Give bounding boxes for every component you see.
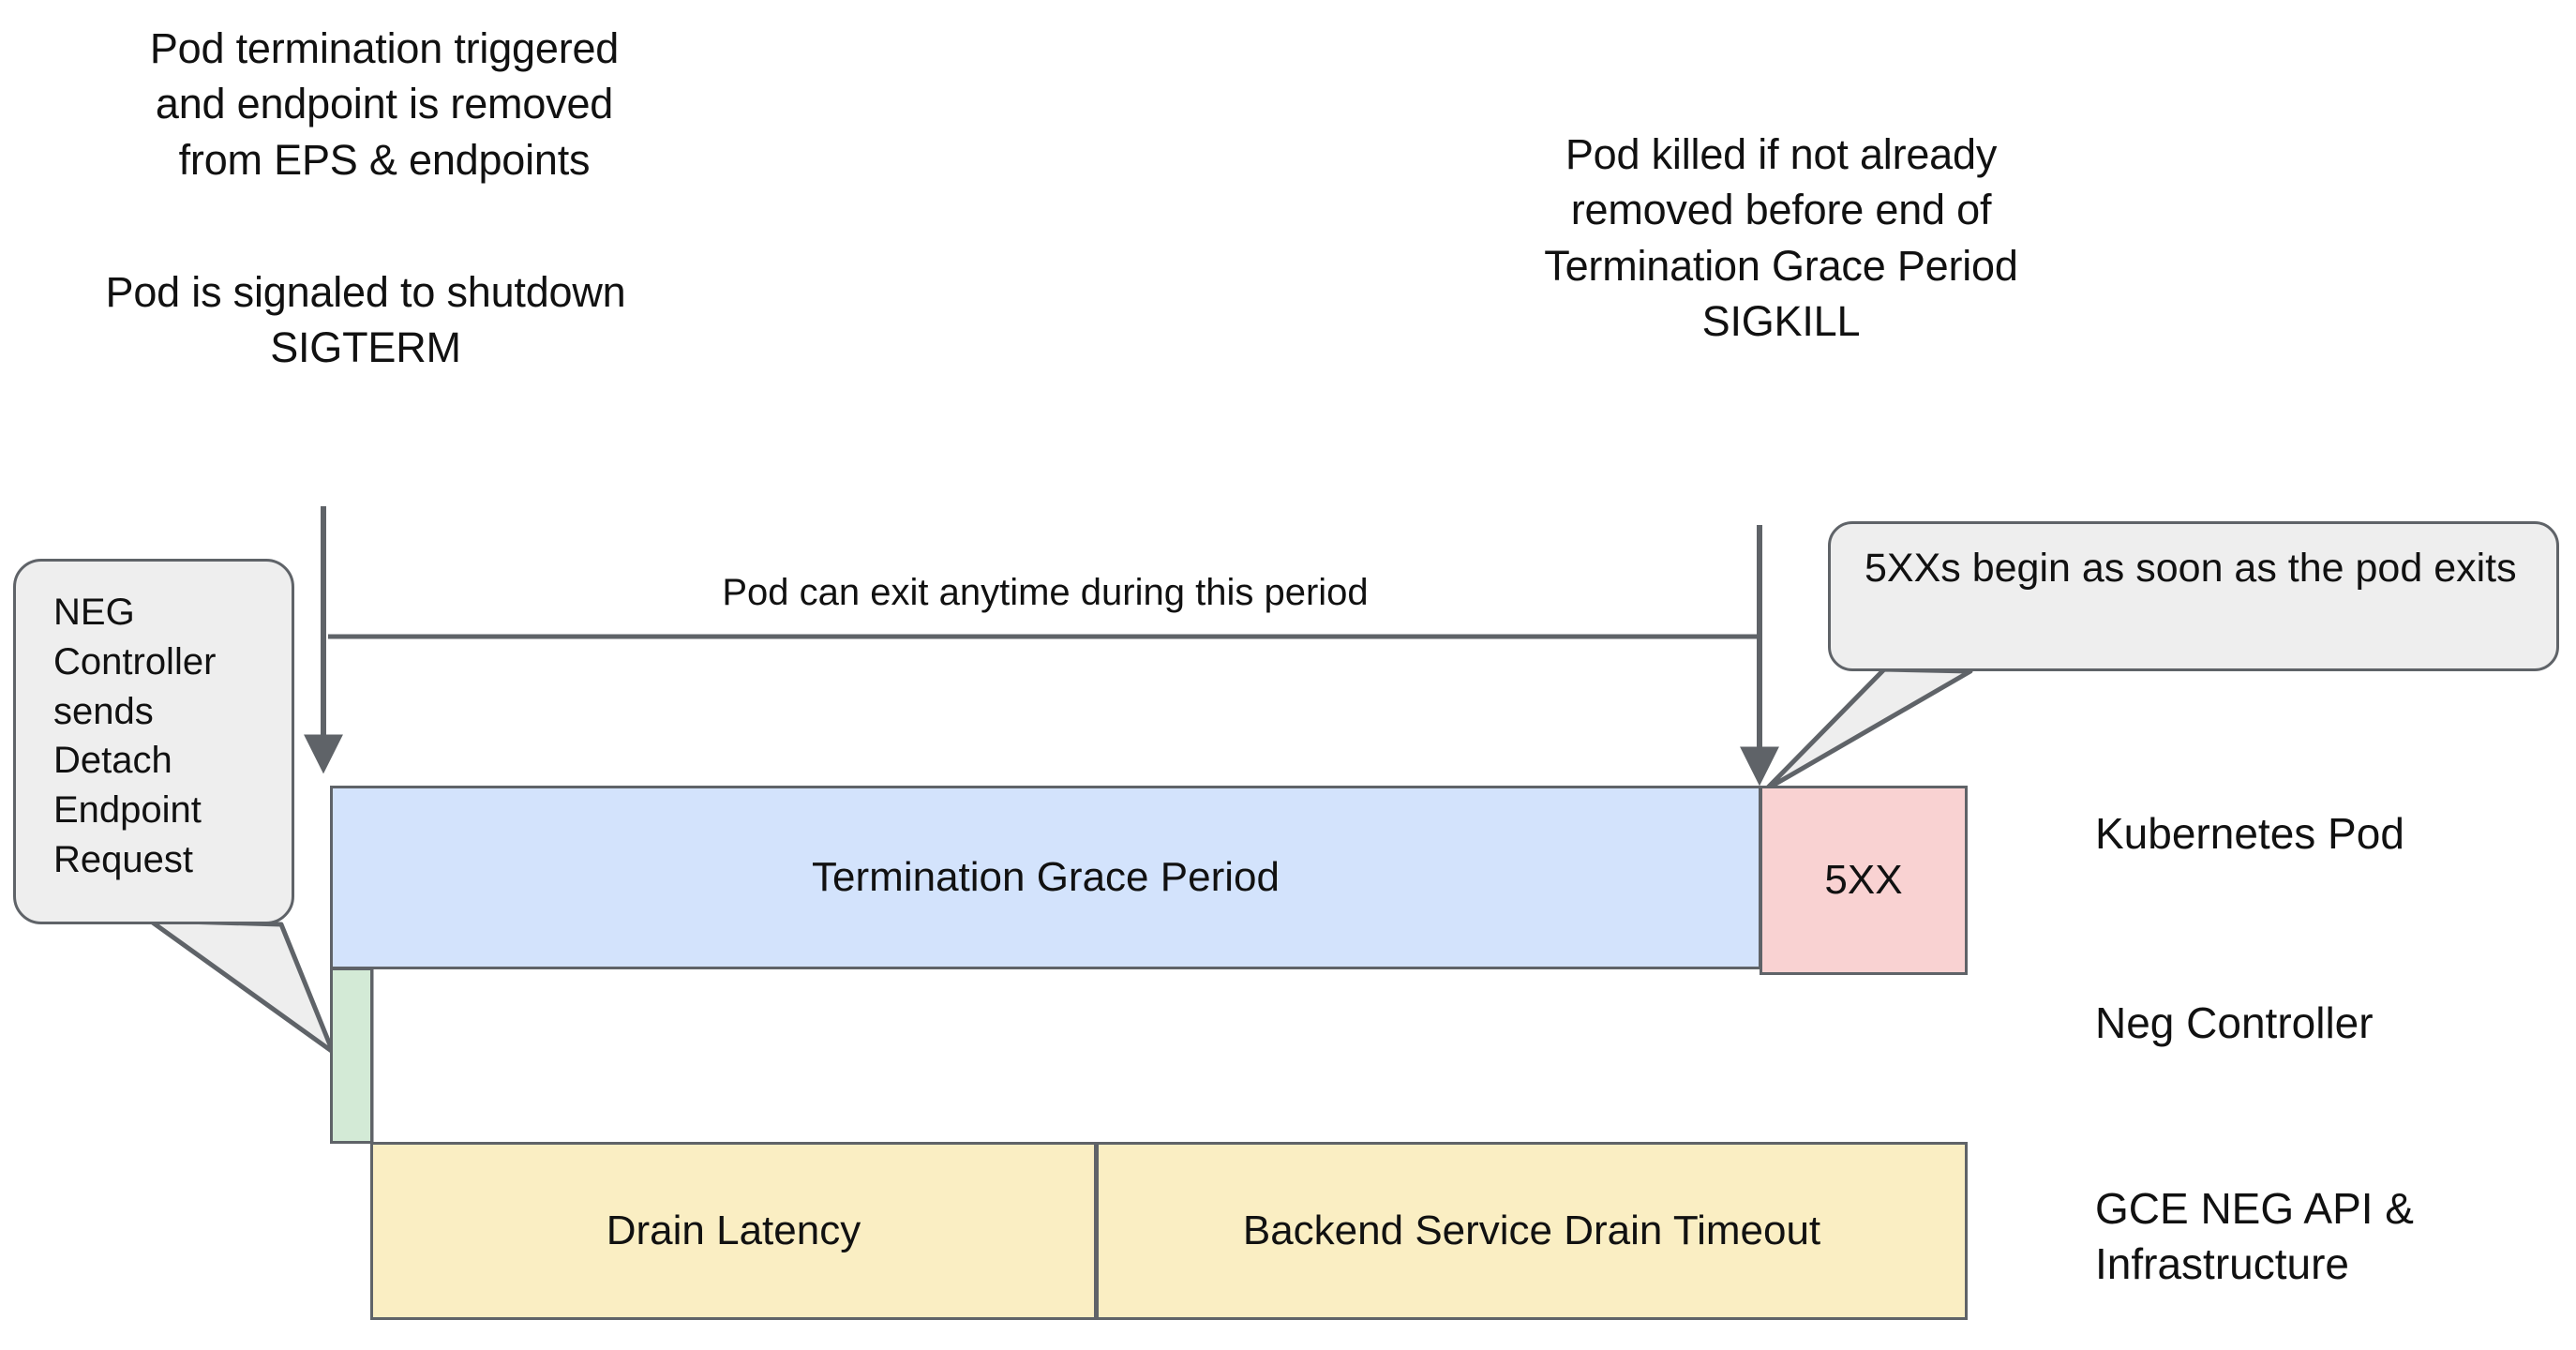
note-pod-termination-triggered: Pod termination triggered and endpoint i… bbox=[149, 24, 620, 184]
bracket-label-pod-can-exit: Pod can exit anytime during this period bbox=[722, 572, 1369, 613]
bar-drain-latency: Drain Latency bbox=[370, 1142, 1097, 1320]
callout-neg-controller: NEG Controller sends Detach Endpoint Req… bbox=[13, 559, 294, 924]
note-pod-signaled-shutdown: Pod is signaled to shutdown SIGTERM bbox=[105, 268, 626, 372]
lane-label-neg-controller: Neg Controller bbox=[2095, 998, 2374, 1047]
callout-5xx-begin: 5XXs begin as soon as the pod exits bbox=[1828, 521, 2559, 671]
bar-termination-grace-period: Termination Grace Period bbox=[330, 786, 1761, 969]
bar-5xx: 5XX bbox=[1760, 786, 1968, 975]
lane-label-gce-neg-api: GCE NEG API & Infrastructure bbox=[2095, 1184, 2414, 1288]
note-pod-killed-sigkill: Pod killed if not already removed before… bbox=[1544, 130, 2018, 346]
callout-tail-neg bbox=[147, 918, 336, 1055]
bar-neg-detach-endpoint bbox=[330, 968, 373, 1144]
lane-label-kubernetes-pod: Kubernetes Pod bbox=[2095, 809, 2404, 858]
callout-tail-5xx bbox=[1763, 667, 1973, 792]
bar-backend-service-drain-timeout: Backend Service Drain Timeout bbox=[1096, 1142, 1968, 1320]
